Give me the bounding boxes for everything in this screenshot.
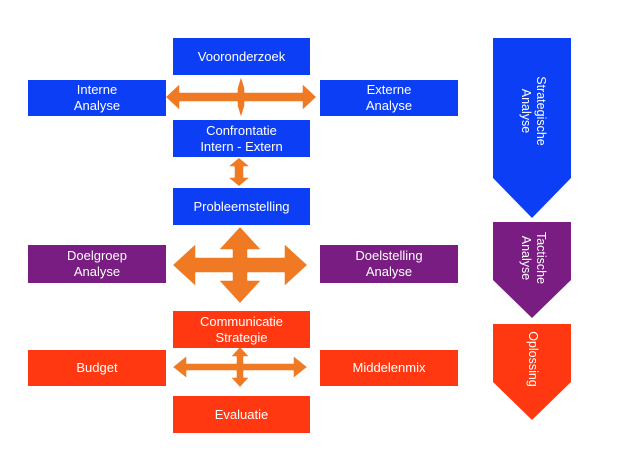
communicatie-label-2: Strategie xyxy=(215,329,268,345)
interne-analyse-label-2: Analyse xyxy=(73,98,121,113)
tactische-chevron xyxy=(493,222,571,318)
cross-arrow-bottom xyxy=(171,345,309,389)
cross-arrow-middle xyxy=(171,225,309,305)
doelgroep-label-1: Doelgroep xyxy=(67,248,127,263)
confrontatie-label-1: Confrontatie xyxy=(206,122,277,138)
strategische-chevron xyxy=(493,38,571,218)
externe-analyse-label-2: Analyse xyxy=(365,98,413,113)
strategische-label-2: Analyse xyxy=(519,88,533,134)
evaluatie-box: Evaluatie xyxy=(173,396,310,433)
budget-box: Budget xyxy=(28,350,166,386)
communicatie-label-1: Communicatie xyxy=(199,313,284,329)
vooronderzoek-label: Vooronderzoek xyxy=(197,48,286,64)
externe-analyse-box: Externe Analyse xyxy=(320,80,458,116)
doelgroep-analyse-box: Doelgroep Analyse xyxy=(28,245,166,283)
oplossing-label-1: Oplossing xyxy=(526,331,540,387)
budget-label: Budget xyxy=(76,360,118,375)
confrontatie-box: Confrontatie Intern - Extern xyxy=(173,120,310,157)
interne-analyse-label-1: Interne xyxy=(76,82,118,97)
strategische-analyse-label: Strategische Analyse xyxy=(516,61,548,161)
externe-analyse-label-1: Externe xyxy=(366,82,412,97)
probleemstelling-label: Probleemstelling xyxy=(193,198,290,214)
doelstelling-label-2: Analyse xyxy=(365,264,413,279)
oplossing-chevron xyxy=(493,324,571,420)
doelgroep-label-2: Analyse xyxy=(73,264,121,279)
cross-arrow-top xyxy=(164,74,318,120)
doelstelling-label-1: Doelstelling xyxy=(355,248,423,263)
tactische-label-2: Analyse xyxy=(519,235,533,281)
probleemstelling-box: Probleemstelling xyxy=(173,188,310,225)
strategische-label-1: Strategische xyxy=(534,76,548,146)
confrontatie-label-2: Intern - Extern xyxy=(200,138,283,154)
vertical-arrow-confrontatie xyxy=(226,156,252,188)
interne-analyse-box: Interne Analyse xyxy=(28,80,166,116)
middelenmix-box: Middelenmix xyxy=(320,350,458,386)
evaluatie-label: Evaluatie xyxy=(214,406,269,422)
communicatie-strategie-box: Communicatie Strategie xyxy=(173,311,310,348)
doelstelling-analyse-box: Doelstelling Analyse xyxy=(320,245,458,283)
tactische-analyse-label: Tactische Analyse xyxy=(516,218,548,298)
oplossing-label: Oplossing xyxy=(524,319,540,399)
vooronderzoek-box: Vooronderzoek xyxy=(173,38,310,75)
tactische-label-1: Tactische xyxy=(534,231,548,285)
middelenmix-label: Middelenmix xyxy=(352,360,426,375)
